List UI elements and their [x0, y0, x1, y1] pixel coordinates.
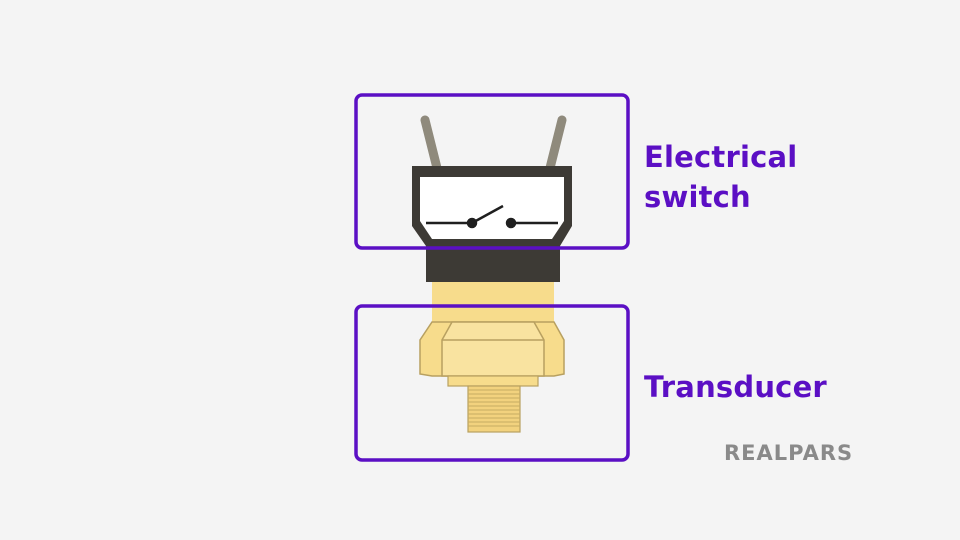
realpars-logo: REALPARS [724, 441, 854, 465]
electrical-switch-label-line2: switch [644, 180, 751, 214]
sensor-neck [432, 282, 554, 322]
electrical-switch-label: Electrical switch [644, 137, 797, 217]
switch-collar [426, 248, 560, 282]
electrical-switch-highlight-box [354, 93, 630, 250]
transducer-highlight-box [354, 304, 630, 462]
switch-window [420, 177, 564, 239]
transducer-label: Transducer [644, 370, 827, 404]
thread-shoulder [447, 375, 539, 387]
terminal-pin-left [420, 115, 442, 173]
switch-contact-symbol [426, 204, 558, 229]
terminal-pins [420, 115, 567, 173]
hex-nut [419, 321, 565, 377]
threaded-stem [467, 385, 521, 433]
terminal-pin-right [545, 115, 567, 173]
electrical-switch-label-line1: Electrical [644, 140, 798, 174]
